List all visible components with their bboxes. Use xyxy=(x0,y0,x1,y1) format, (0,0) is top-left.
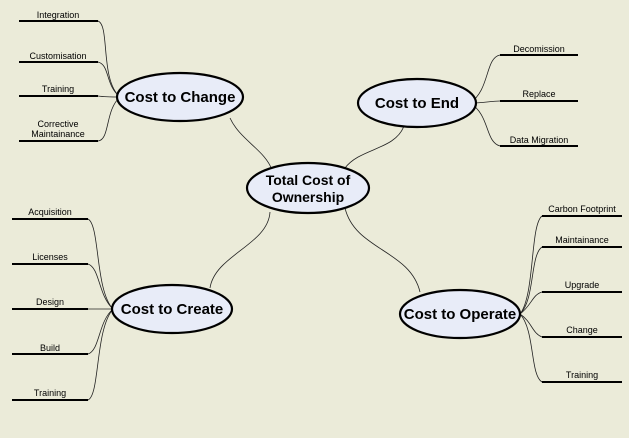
connector-create-1 xyxy=(87,263,114,310)
hub-cost-to-end[interactable] xyxy=(356,77,478,129)
leaf-replace: Replace xyxy=(522,89,555,99)
center-connectors xyxy=(209,117,421,293)
leaf-integration: Integration xyxy=(37,10,80,20)
connector-operate-4 xyxy=(519,313,543,383)
hub-cost-to-create-label: Cost to Create xyxy=(121,301,224,318)
connector-center-change xyxy=(229,117,273,171)
connector-operate-3 xyxy=(519,313,543,338)
hub-cost-to-create[interactable] xyxy=(110,283,234,335)
leaf-corrective: Corrective xyxy=(37,119,78,129)
leaf-licenses: Licenses xyxy=(32,252,68,262)
leaf-maintainance-operate: Maintainance xyxy=(555,235,609,245)
connector-change-3 xyxy=(97,96,121,142)
hub-cost-to-change[interactable] xyxy=(115,71,245,123)
operate-branch: Carbon Footprint Maintainance Upgrade Ch… xyxy=(398,204,622,383)
connector-create-3 xyxy=(87,308,114,355)
hub-cost-to-end-label: Cost to End xyxy=(375,95,459,112)
leaf-carbon-footprint: Carbon Footprint xyxy=(548,204,616,214)
connector-create-4 xyxy=(87,308,114,401)
leaf-change: Change xyxy=(566,325,598,335)
leaf-training-change: Training xyxy=(42,84,74,94)
end-branch: Decomission Replace Data Migration Cost … xyxy=(356,44,578,147)
connector-operate-2 xyxy=(519,291,543,315)
hub-cost-to-operate-label: Cost to Operate xyxy=(404,306,517,323)
connector-operate-0 xyxy=(519,215,543,315)
create-branch: Acquisition Licenses Design Build Traini… xyxy=(12,207,234,401)
center-line1: Total Cost of xyxy=(266,172,351,188)
connector-center-end xyxy=(344,125,405,169)
hub-cost-to-change-label: Cost to Change xyxy=(125,89,236,106)
leaf-upgrade: Upgrade xyxy=(565,280,600,290)
leaf-customisation: Customisation xyxy=(29,51,86,61)
hub-cost-to-operate[interactable] xyxy=(398,288,522,340)
center-ellipse[interactable] xyxy=(245,161,371,215)
leaf-training-create: Training xyxy=(34,388,66,398)
leaf-decomission: Decomission xyxy=(513,44,565,54)
center-line2: Ownership xyxy=(272,189,344,205)
connector-create-0 xyxy=(87,218,114,310)
change-branch: Integration Customisation Training Corre… xyxy=(19,10,245,142)
leaf-training-operate: Training xyxy=(566,370,598,380)
leaf-acquisition: Acquisition xyxy=(28,207,72,217)
leaf-design: Design xyxy=(36,297,64,307)
connector-change-0 xyxy=(97,20,121,98)
connector-center-create xyxy=(209,211,271,289)
connector-operate-1 xyxy=(519,246,543,315)
connector-change-1 xyxy=(97,61,121,98)
leaf-build: Build xyxy=(40,343,60,353)
center-node[interactable]: Total Cost of Ownership xyxy=(245,161,371,215)
leaf-data-migration: Data Migration xyxy=(510,135,569,145)
leaf-maintainance-change: Maintainance xyxy=(31,129,85,139)
connector-center-operate xyxy=(344,207,421,293)
